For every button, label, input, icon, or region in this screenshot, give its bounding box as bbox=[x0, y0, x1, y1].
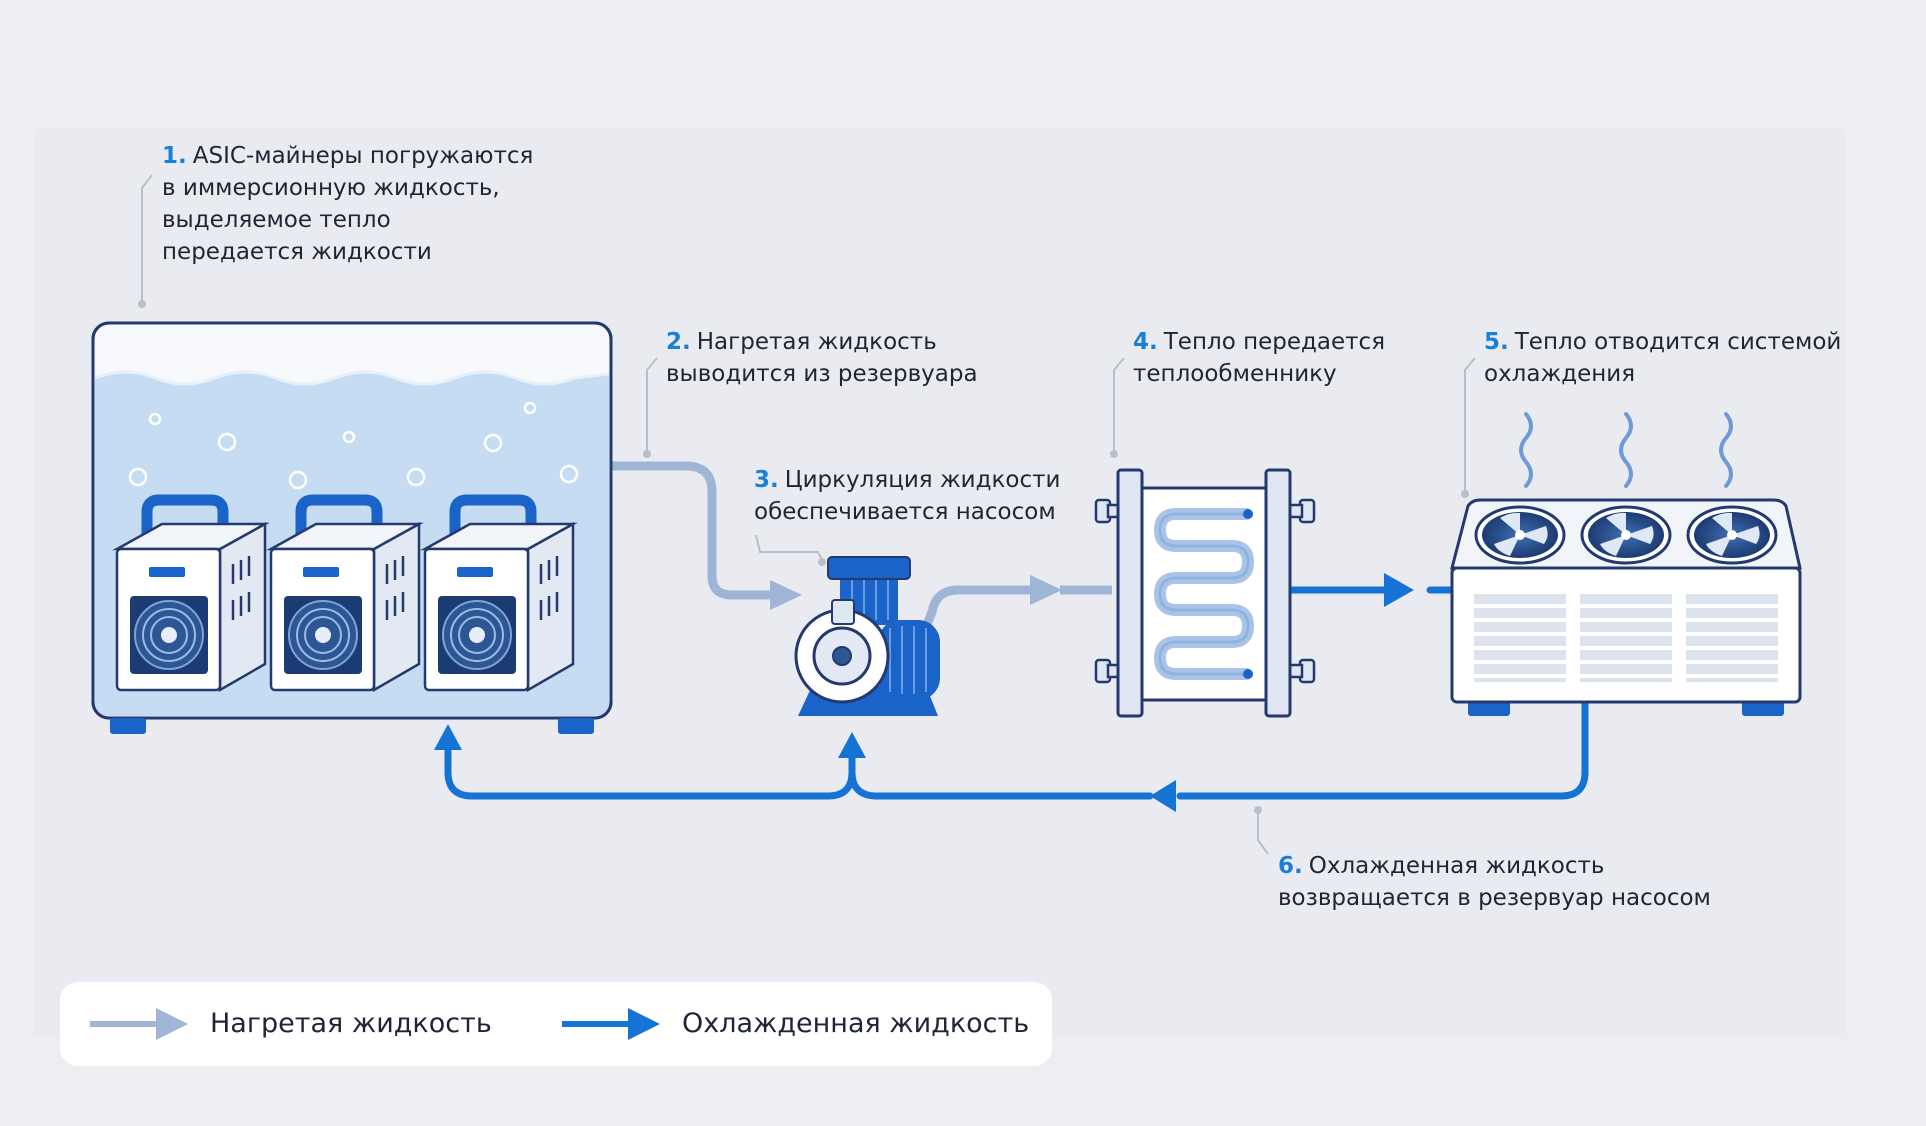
leader-line-3 bbox=[755, 534, 823, 561]
asic-miner-icon-1 bbox=[112, 494, 270, 693]
hot-fluid-arrow-icon bbox=[90, 1008, 188, 1040]
asic-miner-icon-2 bbox=[266, 494, 424, 693]
cold-fluid-pipes bbox=[444, 586, 1589, 800]
hot-arrow-head-2 bbox=[1030, 575, 1062, 605]
cooler-grilles bbox=[1474, 594, 1778, 682]
bubbles bbox=[128, 401, 579, 490]
leader-line-6 bbox=[1257, 810, 1269, 855]
asic-miner-icon-3 bbox=[420, 494, 578, 693]
leader-line-1 bbox=[141, 174, 153, 300]
step-number-2: 2. bbox=[666, 329, 691, 355]
cold-pipe-return bbox=[1176, 696, 1589, 800]
leader-lines bbox=[138, 174, 1476, 855]
cold-arrow-head-left bbox=[1150, 780, 1176, 812]
step-label-6: 6.Охлажденная жидкость возвращается в ре… bbox=[1278, 853, 1711, 911]
cold-arrow-head-up-tank bbox=[434, 724, 462, 750]
step-label-3: 3.Циркуляция жидкости обеспечивается нас… bbox=[754, 467, 1061, 525]
step-number-6: 6. bbox=[1278, 853, 1303, 879]
cooler-fans bbox=[1474, 505, 1778, 565]
step-number-3: 3. bbox=[754, 467, 779, 493]
leader-line-2 bbox=[646, 357, 658, 450]
cold-arrow-head-up-pump bbox=[838, 732, 866, 758]
legend: Нагретая жидкость Охлажденная жидкость bbox=[60, 982, 1052, 1066]
heat-waves-icon bbox=[1519, 412, 1733, 488]
heat-exchanger-icon bbox=[1094, 468, 1316, 718]
dry-cooler-icon bbox=[1450, 498, 1802, 716]
step-number-1: 1. bbox=[162, 143, 187, 169]
leader-line-5 bbox=[1464, 357, 1476, 490]
step-label-4: 4.Тепло передается теплообменнику bbox=[1133, 329, 1386, 387]
step-number-4: 4. bbox=[1133, 329, 1158, 355]
step-label-2: 2.Нагретая жидкость выводится из резерву… bbox=[666, 329, 978, 387]
hot-arrow-head-1 bbox=[770, 580, 802, 610]
leader-line-4 bbox=[1113, 357, 1125, 450]
legend-cold-label: Охлажденная жидкость bbox=[682, 1008, 1030, 1039]
cold-arrow-head-right bbox=[1384, 573, 1414, 607]
legend-hot-label: Нагретая жидкость bbox=[210, 1008, 492, 1039]
hot-pipe-tank-to-pump bbox=[607, 461, 775, 600]
step-label-1: 1.ASIC-майнеры погружаются в иммерсионну… bbox=[162, 143, 534, 265]
hot-fluid-pipes bbox=[607, 461, 1045, 627]
pump-icon bbox=[794, 556, 940, 716]
step-label-5: 5.Тепло отводится системой охлаждения bbox=[1484, 329, 1842, 387]
step-number-5: 5. bbox=[1484, 329, 1509, 355]
hot-pipe-pump-to-exchanger bbox=[923, 585, 1045, 627]
cold-fluid-arrow-icon bbox=[562, 1008, 660, 1040]
